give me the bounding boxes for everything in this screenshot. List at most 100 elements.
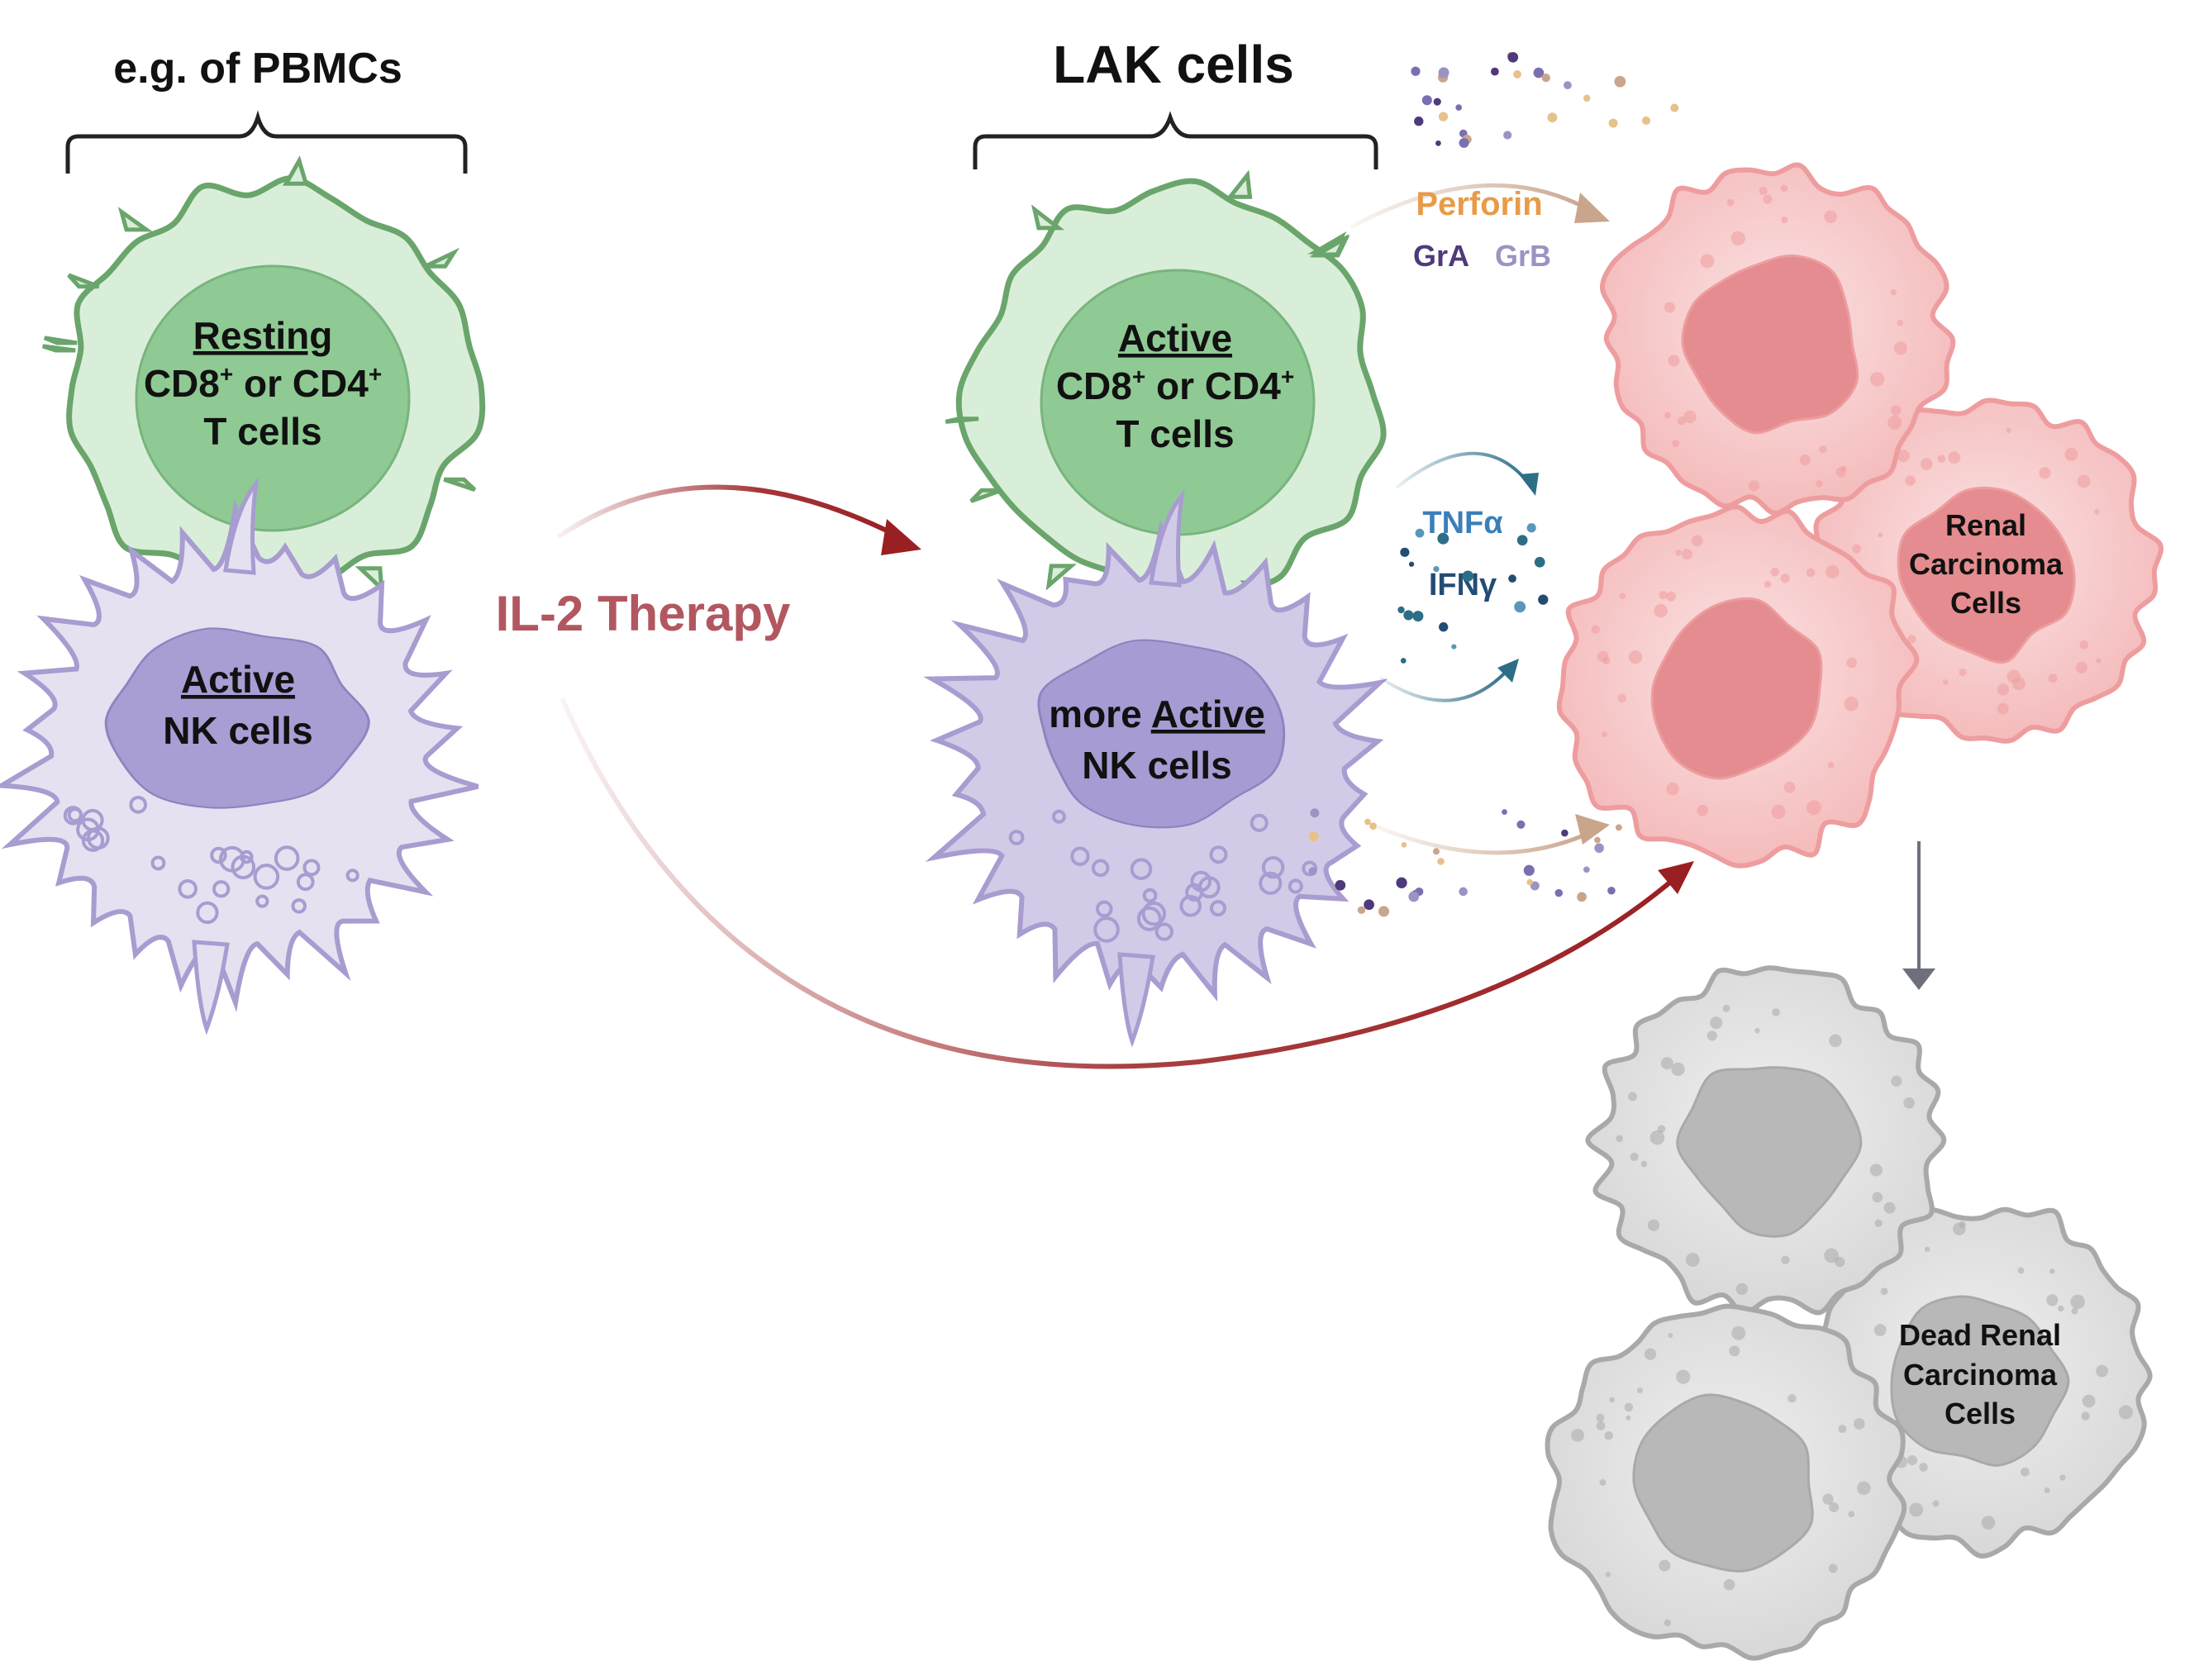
dead-cell-right-vesicle <box>2081 1411 2090 1421</box>
granule-dot <box>1513 69 1521 79</box>
dead-cell-bottom-vesicle <box>1659 1559 1671 1572</box>
grb-label: GrB <box>1495 239 1551 273</box>
dead-cell-top-vesicle <box>1824 1248 1840 1264</box>
dead-cell-bottom-vesicle <box>1857 1481 1871 1496</box>
dead-cell-right-vesicle <box>2049 1268 2055 1274</box>
granule-dot <box>1357 906 1366 915</box>
dead-renal-line2: Carcinoma <box>1903 1358 2058 1392</box>
dead-cell-top <box>1585 965 1947 1316</box>
renal-cell-top-vesicle <box>1819 445 1827 454</box>
dead-cell-right-vesicle <box>2096 1364 2109 1378</box>
renal-cell-bottom-vesicle <box>1780 573 1790 583</box>
dead-cell-bottom-vesicle <box>1729 1345 1740 1357</box>
dead-cell-right-vesicle <box>2017 1267 2025 1274</box>
granule-dot <box>1594 843 1604 854</box>
granule-arrow-head <box>1575 814 1610 845</box>
dead-cell-top-vesicle <box>1891 1075 1902 1087</box>
granule-dot <box>1408 891 1420 902</box>
more-active-nk-label: more Active NK cells <box>1049 692 1265 787</box>
renal-cell-top-vesicle <box>1748 480 1760 492</box>
active-nk-cell-left-granule <box>253 864 280 890</box>
dead-cell-top-vesicle <box>1649 1130 1665 1145</box>
cytokine-dot <box>1451 644 1457 650</box>
renal-cell-bottom-vesicle <box>1617 693 1626 703</box>
dead-cell-bottom-vesicle <box>1609 1397 1615 1403</box>
active-nk-cell-left-granule <box>150 855 166 871</box>
dead-cell-right-vesicle <box>1907 1454 1918 1466</box>
dead-cell-bottom-vesicle <box>1626 1415 1631 1421</box>
active-nk-cell-left-granule <box>81 829 105 852</box>
dead-cell-right-vesicle <box>2070 1294 2085 1310</box>
dead-renal-label: Dead Renal Carcinoma Cells <box>1899 1318 2061 1430</box>
renal-cell-top-vesicle <box>1891 405 1902 416</box>
renal-cell-top-vesicle <box>1799 454 1811 466</box>
active-nk-cell-left-protrusion <box>223 476 259 575</box>
renal-cell-bottom-vesicle <box>1601 731 1607 738</box>
renal-cell-right-vesicle <box>1907 635 1916 644</box>
renal-cell-bottom-vesicle <box>1619 593 1626 600</box>
active-nk-cell-left-granule <box>291 898 307 914</box>
granule-dot <box>1490 67 1499 76</box>
renal-cell-bottom-vesicle <box>1666 782 1679 796</box>
granule-dot <box>1541 73 1550 83</box>
dead-cell-bottom-vesicle <box>1596 1421 1606 1430</box>
more-active-nk-cell-granule <box>1130 858 1153 881</box>
renal-cell-right-vesicle <box>1905 475 1916 486</box>
renal-cell-right-vesicle <box>1997 702 2009 715</box>
active-nk-cell-left-granule <box>76 817 100 842</box>
renal-cell-bottom-vesicle <box>1654 603 1668 618</box>
renal-cell-top-vesicle <box>1815 479 1823 488</box>
dead-cell-top-vesicle <box>1772 1008 1780 1016</box>
more-active-nk-cell-granule <box>1288 878 1303 894</box>
dead-cell-top-vesicle <box>1630 1152 1639 1162</box>
granule-dot <box>1530 881 1540 891</box>
dead-cell-right-vesicle <box>1909 1502 1924 1517</box>
renal-cell-right-vesicle <box>1878 532 1883 538</box>
granule-dot <box>1459 887 1468 897</box>
ifng-arrow <box>1378 668 1510 702</box>
granule-dot <box>1396 877 1407 888</box>
granule-dot <box>1594 836 1601 844</box>
renal-cell-top-vesicle <box>1763 194 1773 204</box>
dead-cell-right-vesicle <box>2118 1405 2133 1420</box>
more-active-nkcells: NK cells <box>1082 744 1232 787</box>
renal-cell-right-nucleus <box>1897 486 2076 664</box>
renal-line3: Cells <box>1950 586 2021 620</box>
renal-cell-bottom-vesicle <box>1806 568 1816 578</box>
more-active-nk-cell-granule <box>1136 906 1162 931</box>
renal-cell-right-vesicle <box>2006 427 2011 433</box>
dead-cell-bottom-vesicle <box>1636 1387 1643 1394</box>
granule-dot <box>1310 808 1320 818</box>
cytokine-dot <box>1412 611 1424 622</box>
renal-cell-bottom-vesicle <box>1666 591 1677 602</box>
renal-cell-top-vesicle <box>1781 217 1788 224</box>
granule-dot <box>1437 858 1445 865</box>
granule-dot <box>1533 67 1545 79</box>
dead-cell-right-vesicle <box>1981 1516 1996 1530</box>
more-active-nk-cell-granule <box>1250 813 1269 832</box>
active-nk-cell-left-granule <box>345 869 359 883</box>
renal-cell-top-vesicle <box>1890 288 1897 296</box>
dead-cell-top-vesicle <box>1781 1255 1790 1264</box>
active-tcells-text: T cells <box>1116 412 1234 455</box>
renal-cell-bottom-vesicle <box>1697 804 1709 816</box>
active-nk-cell-left-granule <box>302 859 321 877</box>
renal-cell-right-vesicle <box>2006 669 2021 683</box>
dead-cell-right-vesicle <box>2058 1305 2064 1312</box>
perforin-label: Perforin <box>1416 186 1542 222</box>
renal-cell-top-vesicle <box>1897 319 1904 326</box>
granule-dot <box>1507 51 1519 63</box>
renal-cell-top-vesicle <box>1840 465 1847 472</box>
resting-tcell-villus <box>424 247 460 269</box>
renal-cell-right-vesicle <box>2075 661 2087 673</box>
renal-cell-top <box>1599 162 1956 516</box>
renal-cell-right-vesicle <box>1942 679 1949 685</box>
pbmc-brace <box>65 110 468 174</box>
granule-arrow <box>1375 824 1592 855</box>
dead-cell-bottom-vesicle <box>1788 1394 1797 1403</box>
more-active-nk-cell-protrusion <box>1117 952 1155 1048</box>
active-nk-cell-left-granule <box>231 854 256 880</box>
renal-cell-right-vesicle <box>1997 683 2010 696</box>
granule-dot <box>1438 112 1449 121</box>
